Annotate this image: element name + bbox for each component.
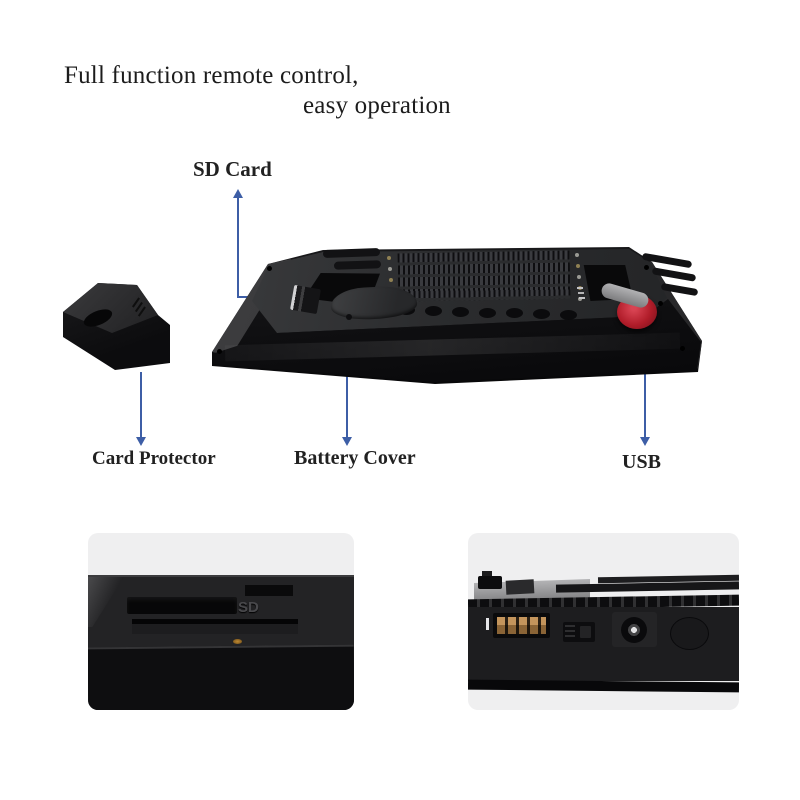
arrow-down-icon bbox=[342, 437, 352, 446]
lower-recess bbox=[132, 619, 298, 634]
usb-marking bbox=[486, 618, 489, 630]
gold-speck bbox=[233, 639, 242, 644]
switch-nub bbox=[580, 626, 591, 638]
switch-ridges bbox=[565, 625, 575, 639]
sd-card-in-slot bbox=[290, 284, 321, 315]
usb-arrow-line bbox=[644, 323, 646, 437]
power-switch bbox=[478, 576, 502, 589]
panel-slat bbox=[333, 260, 382, 270]
vent-grille bbox=[397, 250, 571, 302]
frame-screws bbox=[217, 349, 222, 354]
callout-label-sd-card: SD Card bbox=[193, 157, 272, 181]
device-back-photo bbox=[205, 243, 705, 391]
arrow-down-icon bbox=[136, 437, 146, 446]
power-switch-nub bbox=[482, 571, 492, 578]
closeup-sd-slot-photo: SD bbox=[88, 533, 354, 710]
contact-screw-column-right bbox=[575, 253, 579, 257]
device-bottom-band bbox=[88, 644, 354, 710]
upper-recess bbox=[245, 585, 293, 596]
callout-label-battery-cover: Battery Cover bbox=[294, 447, 416, 469]
sd-arrow-vertical-line bbox=[237, 197, 239, 298]
headline-line-1: Full function remote control, bbox=[64, 62, 359, 89]
headline-line-2: easy operation bbox=[303, 92, 451, 119]
usb-tongue bbox=[497, 617, 546, 634]
arrow-down-icon bbox=[640, 437, 650, 446]
edge-detail-block bbox=[505, 579, 535, 595]
contact-screw-column-left bbox=[387, 256, 391, 260]
slide-switch bbox=[563, 622, 595, 642]
device-top-edge bbox=[88, 575, 354, 578]
dc-jack bbox=[612, 612, 657, 647]
round-port bbox=[670, 617, 709, 650]
molded-port-marks bbox=[577, 287, 583, 289]
sd-slot-closeup bbox=[127, 597, 237, 614]
dc-jack-hole bbox=[621, 617, 647, 643]
device-bottom-band bbox=[468, 679, 739, 693]
callout-label-usb: USB bbox=[622, 451, 661, 473]
callout-label-card-protector: Card Protector bbox=[92, 448, 216, 469]
usb-port bbox=[486, 613, 550, 638]
sd-embossed-label: SD bbox=[238, 599, 259, 616]
closeup-ports-photo bbox=[468, 533, 739, 710]
battery-cover-screw bbox=[346, 314, 352, 320]
protector-arrow-line bbox=[140, 372, 142, 437]
arrow-up-icon bbox=[233, 189, 243, 198]
card-protector-image bbox=[55, 275, 175, 375]
